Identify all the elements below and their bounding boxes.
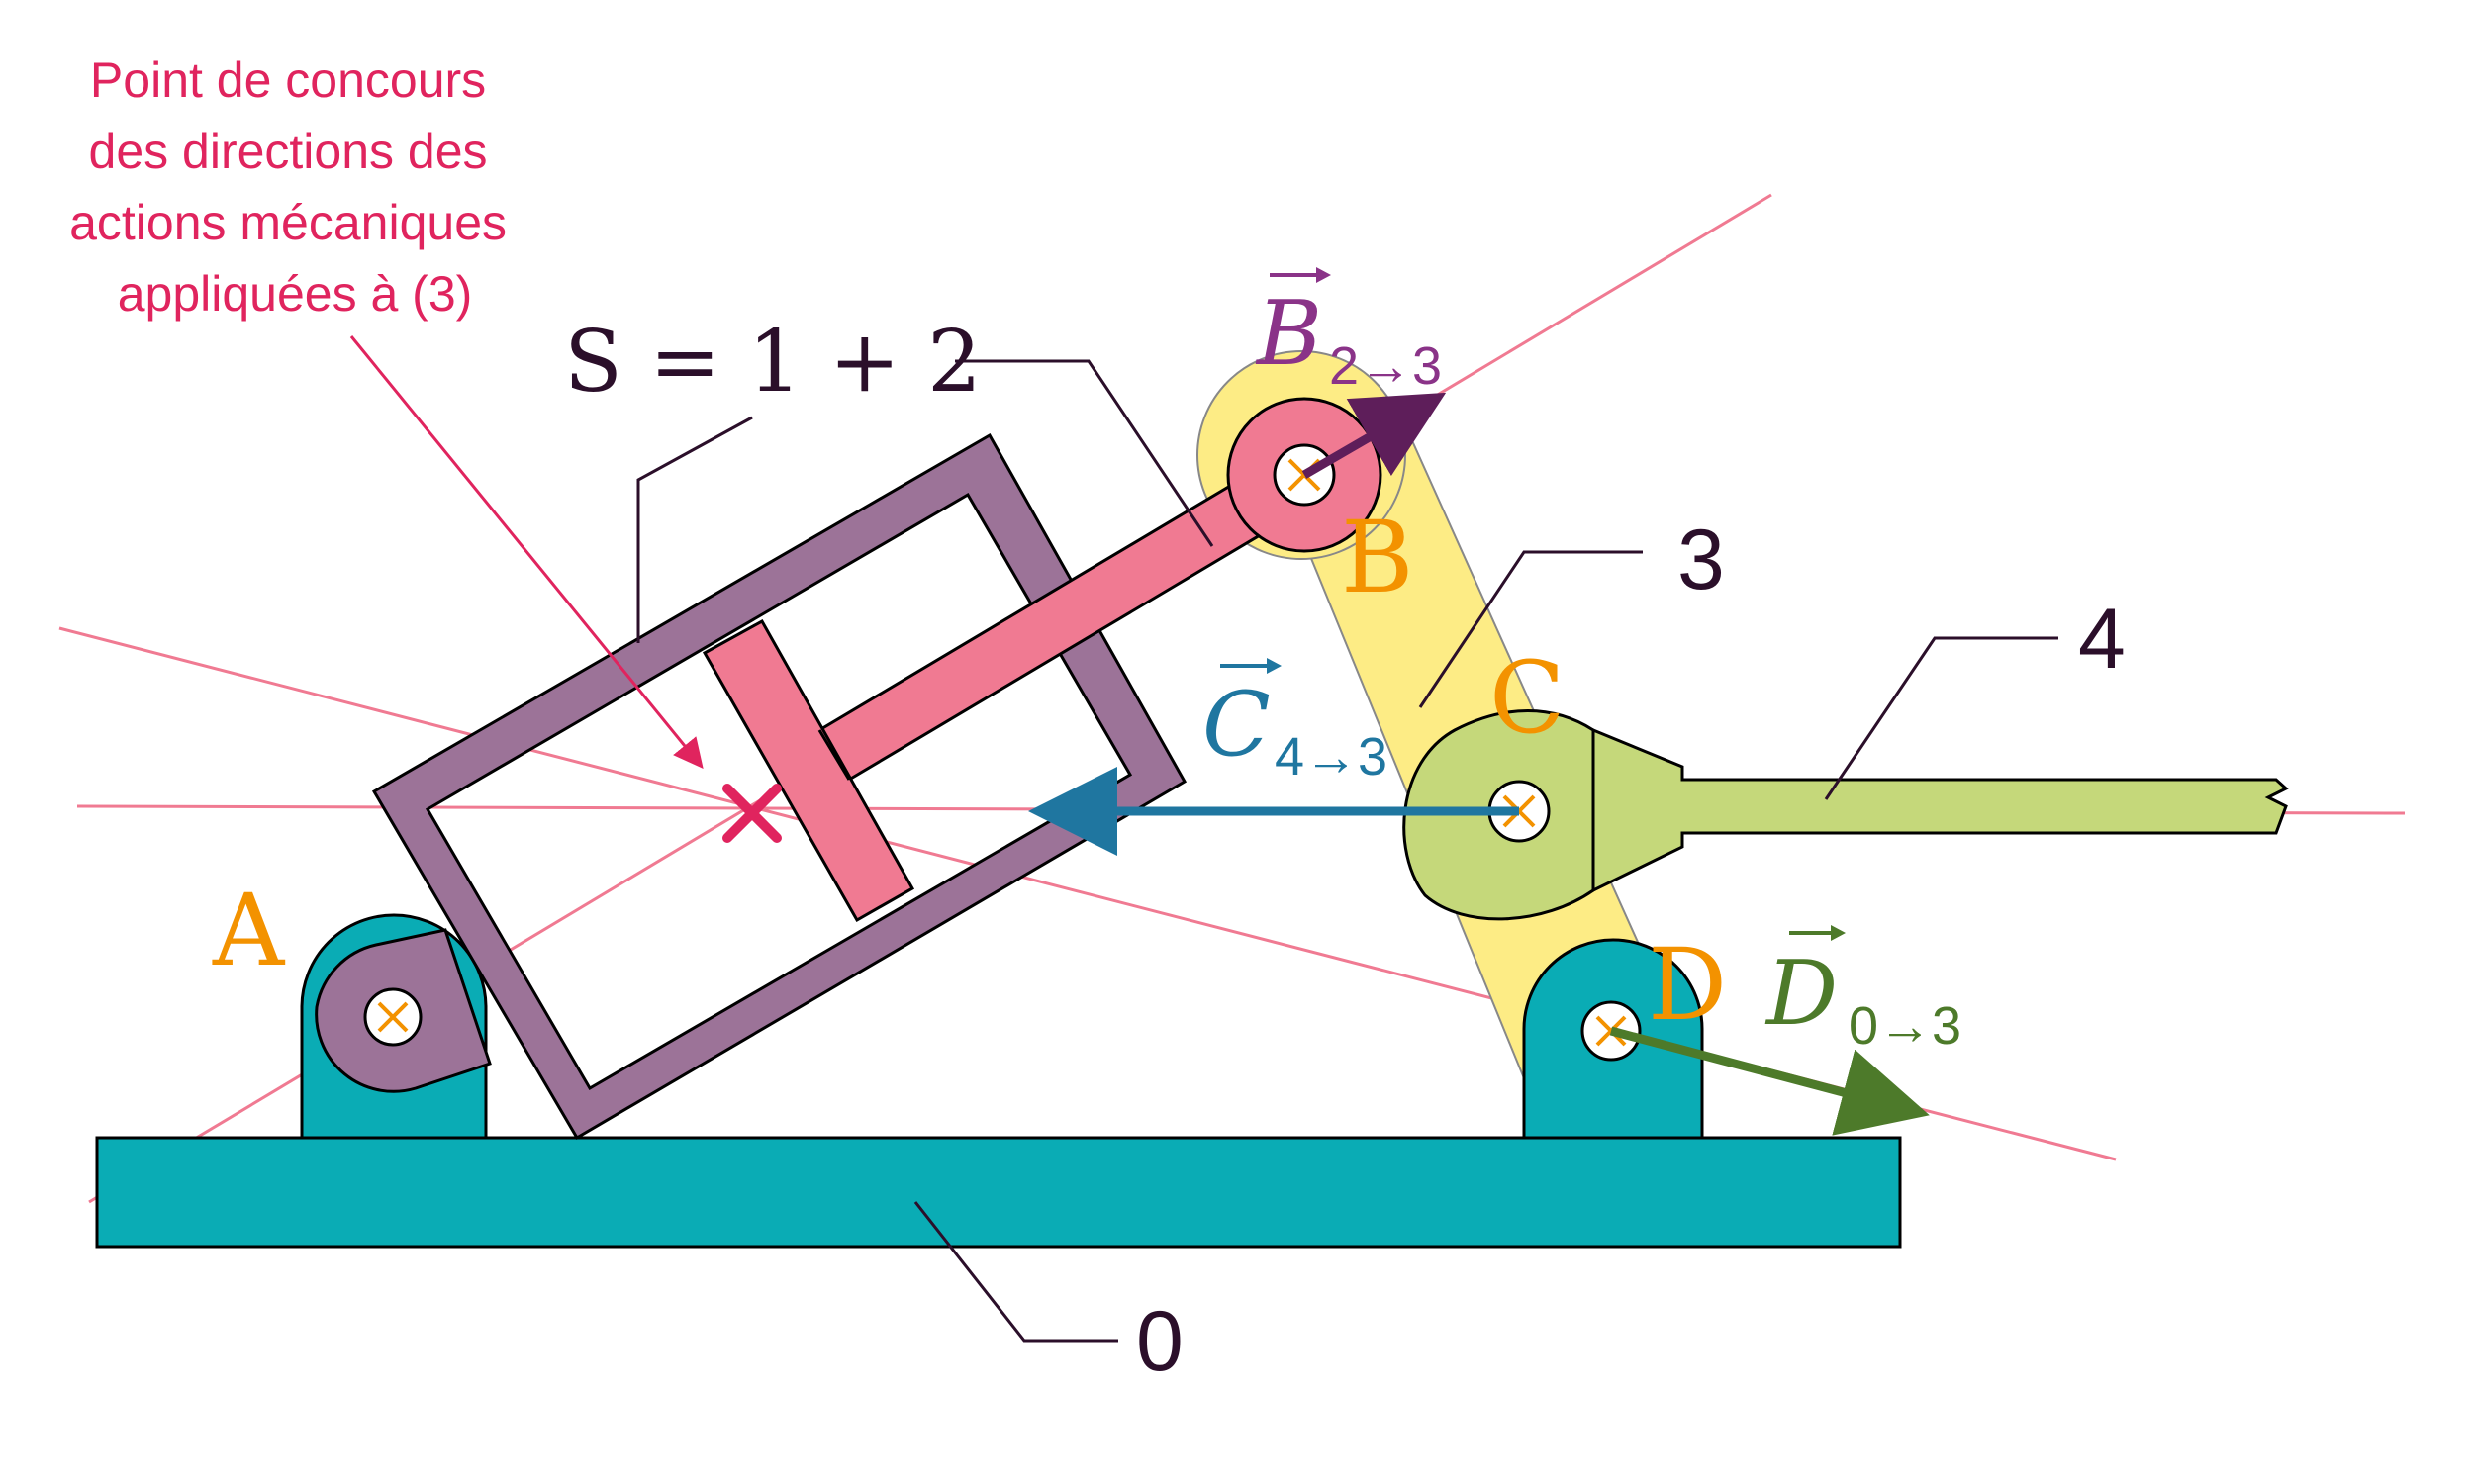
label-point-B: B bbox=[1341, 500, 1414, 615]
annotation-line-2: des directions des bbox=[89, 124, 488, 179]
force-arrow-B bbox=[1301, 392, 1447, 479]
annotation-text: Point de concours des directions des act… bbox=[69, 52, 521, 322]
label-part4: 4 bbox=[2078, 592, 2126, 687]
leader-system bbox=[955, 359, 1214, 547]
concurrency-point-cross bbox=[722, 784, 782, 843]
force-label-B-letter: B bbox=[1255, 282, 1322, 386]
force-label-C: C 4→3 bbox=[1202, 658, 1387, 787]
force-label-D-sub: 0→3 bbox=[1849, 996, 1961, 1056]
leader-lines bbox=[636, 359, 2058, 1343]
force-label-C-letter: C bbox=[1202, 673, 1271, 777]
label-point-D: D bbox=[1648, 927, 1727, 1043]
annotation-line-4: appliquées à (3) bbox=[118, 266, 473, 322]
frame-0 bbox=[95, 1136, 1902, 1249]
label-part3: 3 bbox=[1677, 512, 1725, 607]
force-label-C-sub: 4→3 bbox=[1275, 727, 1387, 787]
force-label-D: D 0→3 bbox=[1764, 925, 1961, 1056]
annotation-line-3: actions mécaniques bbox=[69, 195, 507, 250]
leader-system-2 bbox=[636, 416, 753, 643]
leader-part3 bbox=[1418, 550, 1643, 708]
leader-part0 bbox=[913, 1201, 1118, 1343]
piston-head bbox=[702, 618, 915, 923]
annotation-pointer bbox=[349, 335, 704, 769]
label-point-C: C bbox=[1489, 640, 1566, 756]
force-label-B: B 2→3 bbox=[1255, 267, 1442, 396]
annotation-line-1: Point de concours bbox=[90, 52, 486, 108]
force-label-D-letter: D bbox=[1764, 942, 1838, 1046]
label-part0: 0 bbox=[1136, 1294, 1184, 1389]
pin-A bbox=[363, 987, 423, 1047]
label-system: S = 1 + 2 bbox=[564, 313, 982, 412]
force-label-B-sub: 2→3 bbox=[1329, 336, 1442, 396]
force-arrow-D bbox=[1609, 1026, 1930, 1136]
label-point-A: A bbox=[212, 873, 286, 988]
leader-part4 bbox=[1824, 636, 2058, 800]
cylinder-body bbox=[371, 432, 1188, 1141]
